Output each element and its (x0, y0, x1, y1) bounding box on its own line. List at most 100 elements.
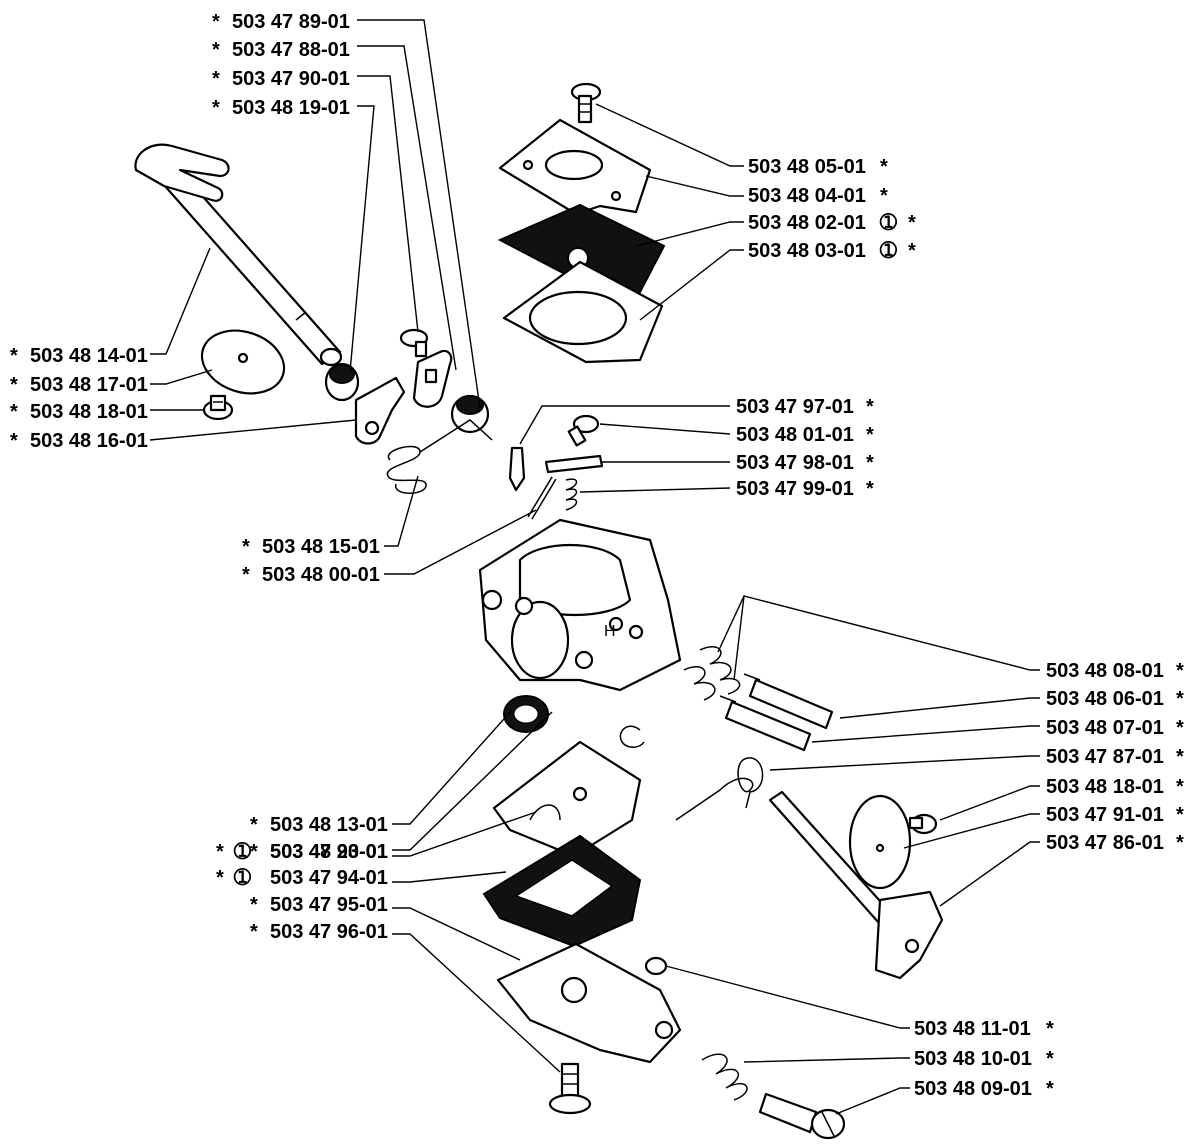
choke-shaft (768, 790, 944, 980)
callout-part-number: 503 48 11-01 (914, 1018, 1031, 1040)
return-spring (386, 419, 493, 494)
callout-star: * (880, 156, 888, 178)
callout-part-number: 503 47 95-01 (270, 894, 388, 916)
choke-valve-screw (908, 813, 938, 835)
callout-star: * (212, 11, 220, 33)
callout-part-number: 503 47 87-01 (1046, 746, 1164, 768)
throttle-valve-screw (202, 394, 234, 421)
callout-star: * (866, 452, 874, 474)
callout-star: * (250, 841, 258, 863)
callout-star: * (1176, 717, 1184, 739)
callout-star: * (866, 478, 874, 500)
callout-part-number: 503 47 98-01 (736, 452, 854, 474)
callout-star: * (1176, 746, 1184, 768)
callout-part-number: 503 48 08-01 (1046, 660, 1164, 682)
callout-star: * (212, 97, 220, 119)
lever-screw (399, 328, 429, 358)
callout-part-number: 503 48 16-01 (30, 430, 148, 452)
idle-screw (758, 1092, 846, 1140)
callout-part-number: 503 47 89-01 (232, 11, 350, 33)
callout-part-number: 503 48 02-01 (748, 212, 866, 234)
diaphragm-cover (498, 118, 652, 216)
callout-star: * (1176, 688, 1184, 710)
callout-star: * (10, 374, 18, 396)
adjusting-springs (683, 645, 741, 701)
metering-lever (544, 454, 604, 474)
choke-valve-disc (848, 794, 912, 890)
callout-part-number: 503 48 13-01 (270, 814, 388, 836)
callout-part-number: 503 48 15-01 (262, 536, 380, 558)
callout-part-number: 503 48 09-01 (914, 1078, 1032, 1100)
callout-star: * (880, 185, 888, 207)
callout-star: * (908, 240, 916, 262)
callout-part-number: 503 47 96-01 (270, 921, 388, 943)
callout-star: * (1176, 660, 1184, 682)
carburetor-body: H (478, 518, 682, 692)
metering-gasket (502, 260, 664, 364)
callout-labels: * 503 47 89-01 * 503 47 88-01 * 503 47 9… (10, 11, 1184, 1100)
shaft-bushing-left (324, 362, 360, 402)
callout-part-number: 503 48 20-01 (270, 841, 388, 863)
parts-drawing: H (134, 82, 944, 1140)
callout-star: * (1176, 804, 1184, 826)
metering-lever-screw (567, 414, 600, 447)
callout-part-number: 503 47 88-01 (232, 39, 350, 61)
callout-star: * (250, 814, 258, 836)
cover-screw (570, 82, 602, 124)
leader-lines (149, 19, 1040, 1115)
callout-note-symbol: ➀ (879, 212, 898, 234)
callout-star: * (1046, 1018, 1054, 1040)
throttle-valve-hole (237, 352, 249, 364)
callout-part-number: 503 48 18-01 (1046, 776, 1164, 798)
inlet-needle (508, 446, 526, 492)
callout-star: * (1176, 832, 1184, 854)
callout-star: * (216, 867, 224, 889)
callout-part-number: 503 48 05-01 (748, 156, 866, 178)
callout-part-number: 503 47 90-01 (232, 68, 350, 90)
plug-cap (644, 956, 668, 976)
svg-text:H: H (604, 623, 616, 640)
filter-screen (503, 695, 549, 733)
pump-cover-screw (548, 1062, 592, 1115)
callout-part-number: 503 48 00-01 (262, 564, 380, 586)
shaft-bushing-right (450, 394, 490, 434)
pump-diaphragm (492, 740, 642, 858)
callout-part-number: 503 47 86-01 (1046, 832, 1164, 854)
callout-part-number: 503 48 18-01 (30, 401, 148, 423)
callout-part-number: 503 48 14-01 (30, 345, 148, 367)
pump-cover (496, 942, 682, 1064)
callout-star: * (250, 894, 258, 916)
callout-part-number: 503 48 01-01 (736, 424, 854, 446)
callout-part-number: 503 47 93-01 (270, 841, 388, 863)
callout-star: * (242, 536, 250, 558)
callout-part-number: 503 47 91-01 (1046, 804, 1164, 826)
callout-star: * (866, 396, 874, 418)
callout-star: * (216, 841, 224, 863)
callout-part-number: 503 48 06-01 (1046, 688, 1164, 710)
callout-star: * (1046, 1048, 1054, 1070)
callout-star: * (10, 345, 18, 367)
callout-part-number: 503 48 10-01 (914, 1048, 1032, 1070)
callout-star: * (1046, 1078, 1054, 1100)
callout-part-number: 503 48 04-01 (748, 185, 866, 207)
callout-note-symbol: ➀ (233, 867, 252, 889)
metering-spring (565, 478, 578, 511)
pump-gasket (482, 834, 642, 948)
choke-spring (675, 757, 764, 821)
idle-spring (701, 1053, 748, 1101)
callout-star: * (250, 921, 258, 943)
callout-part-number: 503 48 07-01 (1046, 717, 1164, 739)
callout-part-number: 503 47 99-01 (736, 478, 854, 500)
callout-star: * (866, 424, 874, 446)
callout-part-number: 503 47 97-01 (736, 396, 854, 418)
callout-star: * (242, 564, 250, 586)
callout-star: * (212, 39, 220, 61)
callout-star: * (10, 430, 18, 452)
callout-star: * (10, 401, 18, 423)
circlip (619, 725, 645, 748)
callout-part-number: 503 47 94-01 (270, 867, 388, 889)
callout-part-number: 503 48 03-01 (748, 240, 866, 262)
throttle-lever (354, 376, 406, 445)
callout-star: * (212, 68, 220, 90)
